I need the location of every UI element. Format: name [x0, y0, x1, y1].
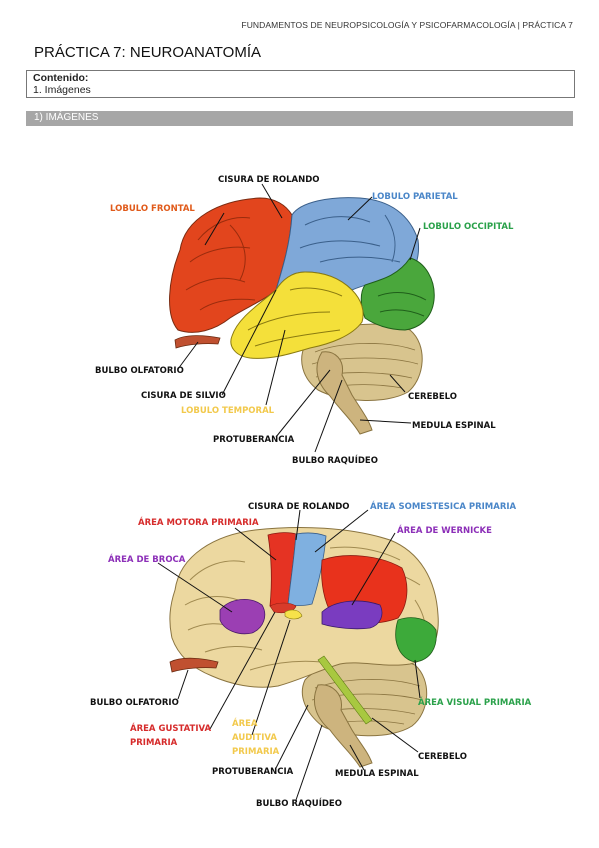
broca-area [219, 599, 266, 635]
occipital-gyri [377, 292, 427, 317]
visual-bar [317, 655, 373, 725]
label-area-auditiva-3: PRIMARIA [232, 747, 280, 757]
label-area-gustativa-2: PRIMARIA [130, 738, 178, 748]
label-bulbo-raquideo-2: BULBO RAQUÍDEO [256, 797, 342, 809]
label-cerebelo-1: CEREBELO [408, 392, 457, 402]
cerebellum-folds-2 [311, 679, 423, 725]
temporal-lobe [230, 271, 364, 359]
label-medula-espinal-2: MEDULA ESPINAL [335, 769, 419, 779]
label-bulbo-olfatorio-2: BULBO OLFATORIO [90, 698, 179, 708]
label-cisura-silvio: CISURA DE SILVIO [141, 391, 226, 401]
label-protuberancia-1: PROTUBERANCIA [213, 435, 295, 445]
label-lobulo-frontal: LOBULO FRONTAL [110, 204, 195, 214]
label-lobulo-occipital: LOBULO OCCIPITAL [423, 222, 514, 232]
contents-heading: Contenido: [33, 72, 89, 84]
auditory-area [284, 609, 303, 620]
label-lobulo-parietal: LOBULO PARIETAL [372, 192, 458, 202]
brainstem-shape-2 [314, 684, 373, 768]
contents-item: 1. Imágenes [33, 84, 91, 96]
label-area-auditiva-2: AUDITIVA [232, 733, 277, 743]
occipital-lobe [360, 257, 435, 331]
label-area-gustativa-1: ÁREA GUSTATIVA [130, 722, 211, 734]
label-area-somestesica: ÁREA SOMESTESICA PRIMARIA [370, 500, 517, 512]
label-medula-espinal-1: MEDULA ESPINAL [412, 421, 496, 431]
label-cisura-rolando-1: CISURA DE ROLANDO [218, 175, 320, 185]
label-bulbo-raquideo-1: BULBO RAQUÍDEO [292, 454, 378, 466]
label-cisura-rolando-2: CISURA DE ROLANDO [248, 502, 350, 512]
label-lobulo-temporal: LOBULO TEMPORAL [181, 406, 275, 416]
label-area-wernicke: ÁREA DE WERNICKE [397, 524, 492, 536]
brainstem-shape [316, 351, 373, 435]
label-area-broca: ÁREA DE BROCA [108, 553, 186, 565]
label-bulbo-olfatorio-1: BULBO OLFATORIO [95, 366, 184, 376]
figure2-leaders [157, 509, 421, 801]
cerebellum-folds [311, 343, 419, 389]
wernicke-area [321, 600, 383, 630]
frontal-gyri [185, 216, 256, 311]
section-title: 1) IMÁGENES [34, 112, 99, 123]
label-protuberancia-2: PROTUBERANCIA [212, 767, 294, 777]
page-title: PRÁCTICA 7: NEUROANATOMÍA [34, 44, 261, 61]
label-area-visual: ÁREA VISUAL PRIMARIA [418, 696, 532, 708]
label-area-auditiva-1: ÁREA [232, 717, 258, 729]
parietal-gyri [299, 214, 401, 263]
temporal-gyri [247, 287, 343, 347]
figure1-leaders [177, 183, 421, 453]
olfactory-bulb [174, 335, 221, 349]
figure-areas: CISURA DE ROLANDO ÁREA SOMESTESICA PRIMA… [90, 500, 532, 809]
label-cerebelo-2: CEREBELO [418, 752, 467, 762]
section-bar: 1) IMÁGENES [26, 111, 573, 126]
label-area-motora: ÁREA MOTORA PRIMARIA [138, 516, 259, 528]
contents-box: Contenido: 1. Imágenes [26, 70, 575, 98]
figure-lobes: CISURA DE ROLANDO LOBULO FRONTAL LOBULO … [95, 175, 514, 466]
course-header: FUNDAMENTOS DE NEUROPSICOLOGÍA Y PSICOFA… [241, 20, 573, 30]
olfactory-bulb-2 [169, 657, 219, 673]
